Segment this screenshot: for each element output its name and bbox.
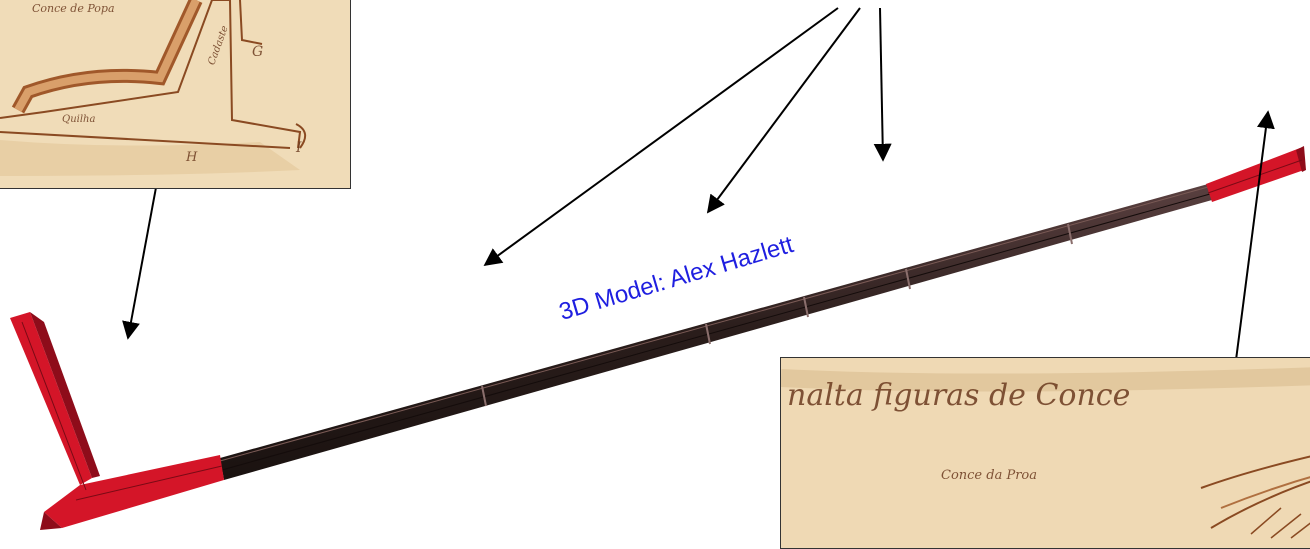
arrow	[483, 7, 839, 267]
manuscript-inset-stem: nalta figuras de Conce Conce da Proa	[780, 357, 1310, 549]
stem-post	[1206, 146, 1306, 202]
arrow	[873, 7, 892, 162]
keel-model-scene	[10, 7, 1306, 530]
keel-joint	[1067, 223, 1073, 245]
keel-joint	[481, 385, 487, 407]
manuscript-label: Quilha	[62, 114, 96, 125]
keel-body	[219, 184, 1212, 480]
keel-joint	[705, 323, 711, 345]
manuscript-drawing-stem	[781, 358, 1310, 548]
manuscript-label: I	[296, 140, 302, 156]
stern-post	[10, 312, 224, 530]
keel-joint	[905, 268, 911, 290]
callout-arrows	[122, 7, 1275, 361]
arrow	[1235, 110, 1275, 361]
manuscript-label: G	[252, 44, 264, 60]
manuscript-label: Conce da Proa	[941, 468, 1037, 483]
arrow	[706, 7, 861, 214]
manuscript-label: Conce de Popa	[32, 2, 115, 15]
manuscript-heading: nalta figuras de Conce	[787, 378, 1131, 413]
arrow	[122, 165, 161, 340]
manuscript-inset-stern: Conce de Popa Quilha Cadaste G H I	[0, 0, 351, 189]
manuscript-label: H	[186, 150, 198, 165]
manuscript-drawing-stern	[0, 0, 350, 188]
keel-joint	[803, 296, 809, 318]
